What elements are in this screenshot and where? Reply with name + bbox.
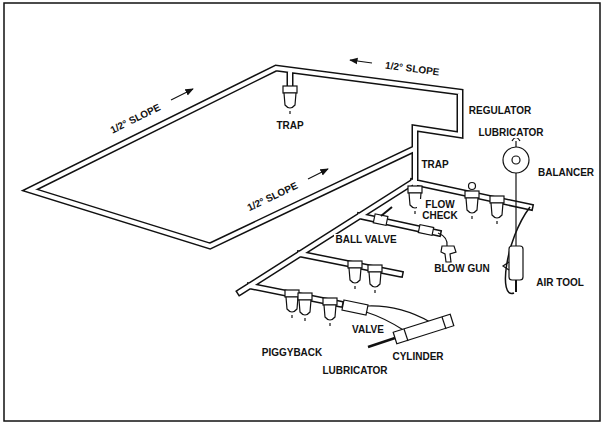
valve-symbol <box>342 300 368 315</box>
part-label: TRAP <box>275 120 304 131</box>
part-label: CYLINDER <box>391 351 444 362</box>
slope-label: 1/2° SLOPE <box>383 59 441 77</box>
part-label: LUBRICATOR <box>477 127 544 138</box>
balancer-hub <box>512 156 520 164</box>
balancer-symbol <box>503 147 529 173</box>
flow-check-symbol <box>418 225 433 236</box>
balancer-hook <box>512 138 520 148</box>
air-tool-trigger <box>503 262 509 270</box>
trap-symbol <box>283 86 297 114</box>
slope-arrow <box>308 169 328 179</box>
regulator-symbol <box>465 191 479 219</box>
slope-label: 1/2° SLOPE <box>244 179 300 213</box>
blow-gun-hose <box>438 233 447 246</box>
pipe-network <box>30 68 530 304</box>
lubricator-symbol <box>323 298 337 326</box>
fittings <box>283 86 530 347</box>
part-label: BLOW GUN <box>433 263 491 274</box>
lubricator-symbol <box>490 196 504 224</box>
air-tool-symbol <box>509 246 523 280</box>
part-label: PIGGYBACK <box>261 347 324 358</box>
slope-arrow <box>350 60 372 63</box>
air-tool-nozzle <box>515 280 517 292</box>
piggyback-symbol <box>285 290 299 318</box>
slope-arrow <box>171 89 193 100</box>
part-label: FLOW CHECK <box>417 199 463 221</box>
regulator-knob <box>469 183 476 190</box>
part-label: TRAP <box>420 159 449 170</box>
ball-valve-handle <box>381 207 392 216</box>
air-hose <box>505 207 530 294</box>
cylinder-rod <box>368 338 395 347</box>
part-label: REGULATOR <box>468 105 532 116</box>
cylinder-cap <box>404 329 408 341</box>
piggyback-symbol <box>298 293 312 321</box>
slope-arrows <box>171 60 372 179</box>
part-label: LUBRICATOR <box>321 365 388 376</box>
slope-label: 1/2° SLOPE <box>107 100 163 135</box>
blow-gun-symbol <box>441 246 456 262</box>
filter-symbol <box>368 265 382 293</box>
part-label: BALL VALVE <box>334 234 397 245</box>
filter-symbol <box>348 261 362 289</box>
part-label: AIR TOOL <box>535 277 585 288</box>
ball-valve-symbol <box>373 214 388 226</box>
cylinder-cap <box>442 317 446 329</box>
frame <box>4 3 600 421</box>
cylinder-symbol <box>393 314 454 343</box>
part-label: BALANCER <box>537 167 595 178</box>
part-label: VALVE <box>351 324 385 335</box>
